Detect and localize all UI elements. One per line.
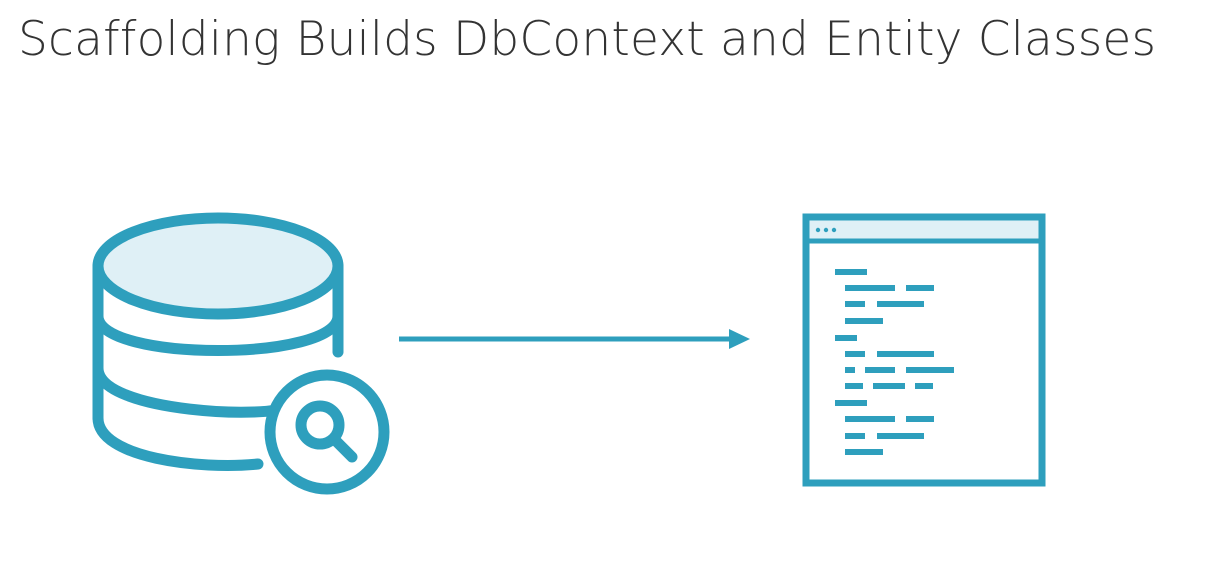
slide-title: Scaffolding Builds DbContext and Entity … xyxy=(18,12,1157,67)
magnifier-icon xyxy=(264,369,390,495)
arrow-right-icon xyxy=(399,329,750,349)
database-search-icon xyxy=(92,212,390,495)
window-dots-icon xyxy=(815,227,837,233)
code-lines-icon xyxy=(835,269,954,455)
code-window-icon xyxy=(802,213,1046,487)
